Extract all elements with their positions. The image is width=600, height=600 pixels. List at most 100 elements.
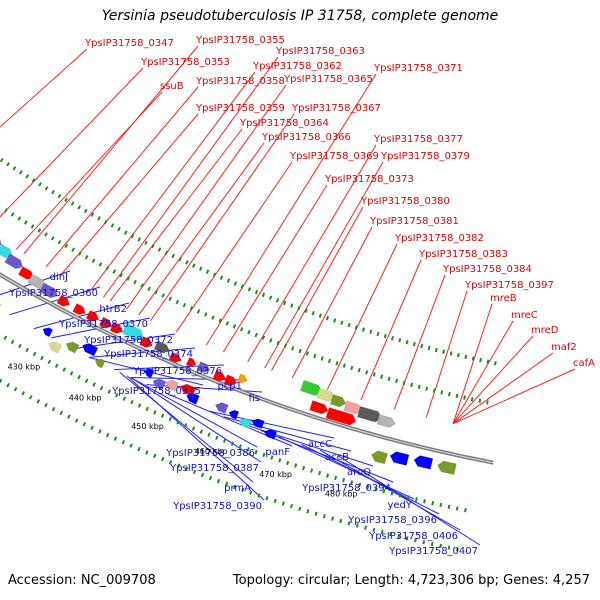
tick-mark	[313, 353, 317, 359]
tick-mark	[369, 329, 373, 335]
gene-label-top[interactable]: mreD	[531, 325, 559, 336]
tick-mark	[304, 308, 308, 313]
gene-label-bottom[interactable]: YpsIP31758_0360	[8, 288, 98, 299]
gene-label-top[interactable]: YpsIP31758_0373	[324, 174, 414, 185]
leader-line	[0, 67, 144, 218]
gene-label-top[interactable]: YpsIP31758_0363	[275, 46, 365, 57]
gene-label-top[interactable]: ssuB	[160, 81, 184, 92]
tick-mark	[358, 482, 362, 487]
gene-label-bottom[interactable]: YpsIP31758_0394	[301, 483, 391, 494]
gene-label-bottom[interactable]: YpsIP31758_0407	[388, 546, 478, 557]
gene-label-bottom[interactable]: dinJ	[50, 272, 68, 283]
tick-mark	[44, 402, 48, 408]
tick-mark	[270, 455, 274, 460]
gene-label-top[interactable]: mreB	[490, 293, 517, 304]
tick-mark	[21, 391, 26, 396]
gene-arrow	[56, 294, 70, 307]
tick-mark	[447, 504, 451, 509]
gene-label-top[interactable]: YpsIP31758_0364	[239, 118, 329, 129]
gene-arrow	[82, 343, 99, 357]
tick-mark	[327, 358, 332, 364]
tick-mark	[430, 541, 434, 547]
gene-label-bottom[interactable]: YpsIP31758_0406	[368, 531, 458, 542]
gene-label-bottom[interactable]: YpsIP31758_0396	[347, 515, 437, 526]
gene-label-top[interactable]: mreC	[511, 310, 538, 321]
gene-label-bottom[interactable]: yedY	[387, 500, 412, 511]
gene-label-bottom[interactable]: YpsIP31758_0387	[169, 463, 259, 474]
gene-label-top[interactable]: YpsIP31758_0365	[283, 74, 373, 85]
gene-label-top[interactable]: YpsIP31758_0369	[289, 151, 379, 162]
gene-label-top[interactable]: YpsIP31758_0384	[442, 264, 532, 275]
tick-mark	[380, 529, 384, 535]
tick-mark	[4, 208, 8, 213]
gene-label-top[interactable]: YpsIP31758_0362	[252, 61, 342, 72]
gene-label-top[interactable]: YpsIP31758_0355	[195, 35, 285, 46]
tick-mark	[310, 468, 314, 473]
gene-label-bottom[interactable]: YpsIP31758_0390	[172, 501, 262, 512]
gene-label-bottom[interactable]: YpsIP31758_0374	[103, 349, 193, 360]
gene-label-bottom[interactable]: aroQ	[347, 467, 371, 478]
gene-label-top[interactable]: YpsIP31758_0397	[464, 280, 554, 291]
tick-mark	[82, 421, 87, 427]
tick-mark	[439, 502, 443, 508]
gene-label-top[interactable]: maf2	[551, 342, 577, 353]
leader-line	[452, 303, 493, 424]
tick-mark	[261, 292, 266, 298]
gene-label-bottom[interactable]: pcp1	[217, 381, 242, 392]
gene-label-bottom[interactable]: accB	[325, 452, 349, 463]
tick-mark	[10, 212, 15, 217]
gene-label-top[interactable]: YpsIP31758_0353	[140, 57, 230, 68]
gene-label-top[interactable]: YpsIP31758_0377	[373, 134, 463, 145]
gene-label-top[interactable]: YpsIP31758_0383	[418, 249, 508, 260]
gene-label-bottom[interactable]: htrB2	[99, 304, 127, 315]
tick-mark	[261, 335, 266, 340]
leader-line	[452, 335, 534, 425]
tick-mark	[372, 527, 376, 533]
tick-mark	[153, 410, 157, 415]
gene-label-bottom[interactable]: YpsIP31758_0372	[83, 335, 173, 346]
tick-mark	[205, 269, 210, 274]
gene-label-bottom[interactable]: YpsIP31758_0370	[58, 319, 148, 330]
gene-label-top[interactable]: YpsIP31758_0371	[373, 63, 463, 74]
gene-label-bottom[interactable]: prmA	[224, 483, 251, 494]
leader-line	[0, 48, 88, 128]
tick-mark	[137, 237, 141, 242]
gene-label-top[interactable]: YpsIP31758_0366	[261, 132, 351, 143]
gene-label-bottom[interactable]: panF	[265, 447, 290, 458]
tick-mark	[471, 356, 475, 361]
tick-mark	[83, 208, 88, 214]
tick-mark	[97, 216, 101, 221]
tick-mark	[44, 232, 48, 237]
gene-label-top[interactable]: YpsIP31758_0359	[195, 103, 285, 114]
tick-mark	[434, 347, 438, 353]
tick-mark	[57, 239, 62, 245]
tick-mark	[199, 429, 203, 434]
tick-mark	[107, 389, 111, 394]
gene-label-top[interactable]: YpsIP31758_0381	[369, 216, 459, 227]
gene-label-top[interactable]: YpsIP31758_0367	[291, 103, 381, 114]
gene-label-top[interactable]: YpsIP31758_0347	[84, 38, 174, 49]
gene-label-bottom[interactable]: fis	[248, 393, 260, 404]
gene-label-top[interactable]: YpsIP31758_0380	[360, 196, 450, 207]
kbp-label: 470 kbp	[259, 470, 292, 479]
gene-label-bottom[interactable]: YpsIP31758_0375	[111, 386, 201, 397]
leader-line	[33, 302, 130, 330]
tick-mark	[0, 378, 3, 384]
tick-mark	[275, 298, 280, 303]
leader-line	[45, 86, 199, 268]
gene-label-bottom[interactable]: YpsIP31758_0376	[132, 366, 222, 377]
gene-label-top[interactable]: cafA	[573, 358, 595, 369]
tick-mark	[273, 498, 277, 504]
gene-label-top[interactable]: YpsIP31758_0379	[380, 151, 470, 162]
tick-mark	[115, 392, 119, 398]
gene-label-bottom[interactable]: accC	[308, 439, 332, 450]
gene-label-top[interactable]: YpsIP31758_0382	[394, 233, 484, 244]
gene-label-bottom[interactable]: YpsIP31758_0386	[165, 448, 255, 459]
tick-mark	[212, 272, 217, 277]
kbp-label: 480 kbp	[325, 490, 358, 499]
gene-label-top[interactable]: YpsIP31758_0358	[195, 76, 285, 87]
tick-mark	[420, 343, 424, 349]
tick-mark	[168, 416, 172, 422]
tick-mark	[387, 376, 391, 381]
